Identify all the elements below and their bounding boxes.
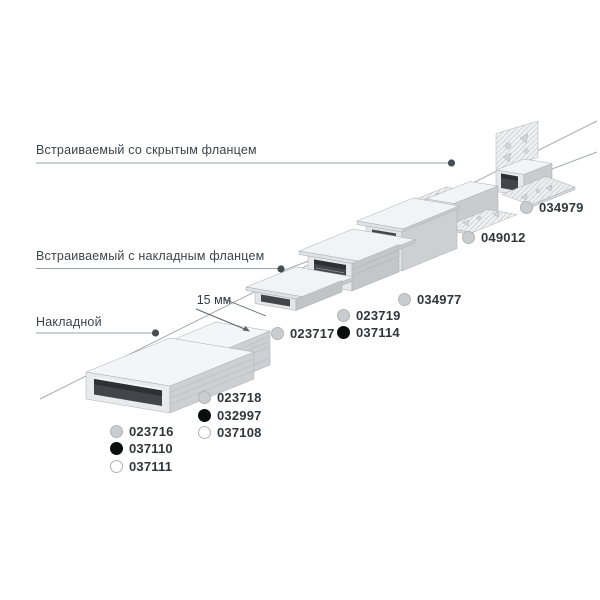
color-dot-icon xyxy=(110,424,123,438)
profile-hidden-flange-corner xyxy=(495,120,576,208)
article-code: 023718 xyxy=(217,389,262,405)
article-code: 037114 xyxy=(356,324,400,340)
code-item: 034979 xyxy=(520,199,584,215)
color-dot-icon xyxy=(110,441,123,455)
article-code: 023717 xyxy=(290,325,335,341)
category-label-surface-mounted: Накладной xyxy=(36,315,102,329)
article-code: 034977 xyxy=(417,291,462,307)
code-item: 032997 xyxy=(198,407,262,423)
code-item: 049012 xyxy=(462,229,526,245)
code-item: 037108 xyxy=(198,424,262,440)
color-dot-icon xyxy=(198,390,211,404)
dimension-label: 15 мм xyxy=(197,293,232,307)
code-item: 037114 xyxy=(337,324,400,340)
code-item: 023716 xyxy=(110,423,174,439)
code-item: 023718 xyxy=(198,389,262,405)
profile-surface-low xyxy=(85,337,255,414)
color-dot-icon xyxy=(110,459,123,473)
article-code: 023716 xyxy=(129,423,174,439)
code-item: 034977 xyxy=(398,291,462,307)
article-code: 037108 xyxy=(217,424,262,440)
article-code: 049012 xyxy=(481,229,526,245)
dimension-annotation: 15 мм xyxy=(195,293,267,332)
color-dot-icon xyxy=(337,325,350,339)
code-item: 037110 xyxy=(110,440,173,456)
color-dot-icon xyxy=(198,425,211,439)
code-item: 037111 xyxy=(110,458,172,474)
code-item: 023719 xyxy=(337,307,401,323)
article-code: 023719 xyxy=(356,307,401,323)
category-label-recessed-surface-flange: Встраиваемый с накладным фланцем xyxy=(36,249,265,263)
article-code: 037110 xyxy=(129,440,173,456)
article-code: 032997 xyxy=(217,407,262,423)
article-code: 037111 xyxy=(129,458,173,474)
color-dot-icon xyxy=(337,308,350,322)
article-code: 034979 xyxy=(539,199,584,215)
color-dot-icon xyxy=(462,230,475,244)
code-item: 023717 xyxy=(271,325,335,341)
color-dot-icon xyxy=(520,200,533,214)
category-label-recessed-hidden-flange: Встраиваемый со скрытым фланцем xyxy=(36,143,257,157)
color-dot-icon xyxy=(198,408,211,422)
color-dot-icon xyxy=(271,326,284,340)
profile-recessed-flange-low xyxy=(245,266,355,311)
color-dot-icon xyxy=(398,292,411,306)
category-leader-lines xyxy=(36,159,456,337)
